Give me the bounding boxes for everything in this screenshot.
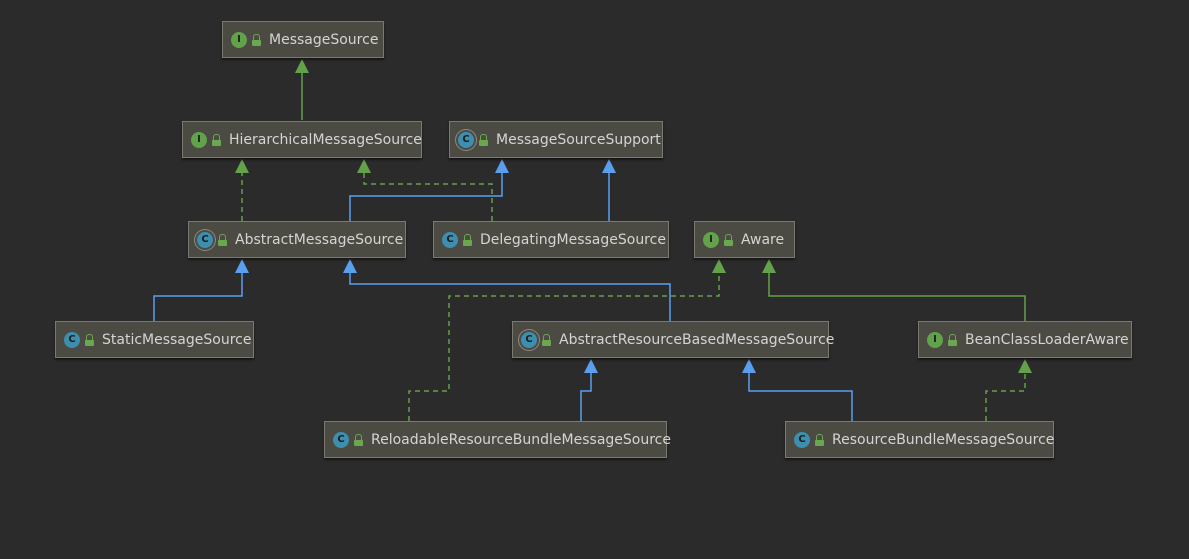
- node-label: AbstractResourceBasedMessageSource: [559, 331, 835, 348]
- node-label: HierarchicalMessageSource: [229, 131, 422, 148]
- interface-icon: I: [231, 31, 247, 48]
- edge-resourcebundle-to-resourcebased: [742, 359, 853, 421]
- node-label: Aware: [741, 231, 785, 248]
- node-reloadable-resource-bundle-message-source[interactable]: C ReloadableResourceBundleMessageSource: [324, 421, 671, 458]
- interface-icon: I: [703, 231, 719, 248]
- node-label: ResourceBundleMessageSource: [832, 431, 1055, 448]
- class-icon: C: [442, 231, 458, 248]
- lock-icon: [212, 133, 221, 146]
- abstract-class-icon: C: [458, 131, 474, 148]
- edge-resourcebased-to-abstract: [343, 259, 671, 321]
- edge-delegating-to-support: [602, 159, 616, 221]
- node-label: MessageSourceSupport: [496, 131, 661, 148]
- node-message-source-support[interactable]: C MessageSourceSupport: [449, 121, 663, 158]
- node-message-source[interactable]: I MessageSource: [222, 21, 384, 58]
- edge-reloadable-to-resourcebased: [580, 359, 598, 421]
- lock-icon: [815, 433, 824, 446]
- lock-icon: [252, 33, 261, 46]
- class-icon: C: [64, 331, 80, 348]
- interface-icon: I: [191, 131, 207, 148]
- edge-delegating-to-hierarchical: [357, 159, 493, 221]
- edge-resourcebundle-to-beanclassloader: [985, 359, 1032, 421]
- lock-icon: [542, 333, 551, 346]
- lock-icon: [948, 333, 957, 346]
- edge-abstract-to-hierarchical: [235, 159, 249, 221]
- node-label: ReloadableResourceBundleMessageSource: [371, 431, 671, 448]
- node-abstract-message-source[interactable]: C AbstractMessageSource: [188, 221, 406, 258]
- node-aware[interactable]: I Aware: [694, 221, 795, 258]
- edge-static-to-abstract: [153, 259, 249, 321]
- class-icon: C: [794, 431, 810, 448]
- lock-icon: [724, 233, 733, 246]
- lock-icon: [218, 233, 227, 246]
- abstract-class-icon: C: [197, 231, 213, 248]
- lock-icon: [85, 333, 94, 346]
- edge-hierarchical-to-messagesource: [295, 59, 309, 120]
- node-label: BeanClassLoaderAware: [965, 331, 1129, 348]
- node-hierarchical-message-source[interactable]: I HierarchicalMessageSource: [182, 121, 422, 158]
- node-bean-class-loader-aware[interactable]: I BeanClassLoaderAware: [918, 321, 1132, 358]
- lock-icon: [354, 433, 363, 446]
- edge-abstract-to-support: [349, 159, 509, 221]
- node-resource-bundle-message-source[interactable]: C ResourceBundleMessageSource: [785, 421, 1054, 458]
- node-abstract-resource-based-message-source[interactable]: C AbstractResourceBasedMessageSource: [512, 321, 834, 358]
- interface-icon: I: [927, 331, 943, 348]
- edge-beanclassloader-to-aware: [762, 259, 1026, 321]
- abstract-class-icon: C: [521, 331, 537, 348]
- edge-reloadable-to-aware: [408, 259, 726, 421]
- lock-icon: [463, 233, 472, 246]
- node-label: DelegatingMessageSource: [480, 231, 666, 248]
- node-delegating-message-source[interactable]: C DelegatingMessageSource: [433, 221, 669, 258]
- node-label: StaticMessageSource: [102, 331, 252, 348]
- class-icon: C: [333, 431, 349, 448]
- lock-icon: [479, 133, 488, 146]
- node-static-message-source[interactable]: C StaticMessageSource: [55, 321, 254, 358]
- node-label: AbstractMessageSource: [235, 231, 404, 248]
- node-label: MessageSource: [269, 31, 379, 48]
